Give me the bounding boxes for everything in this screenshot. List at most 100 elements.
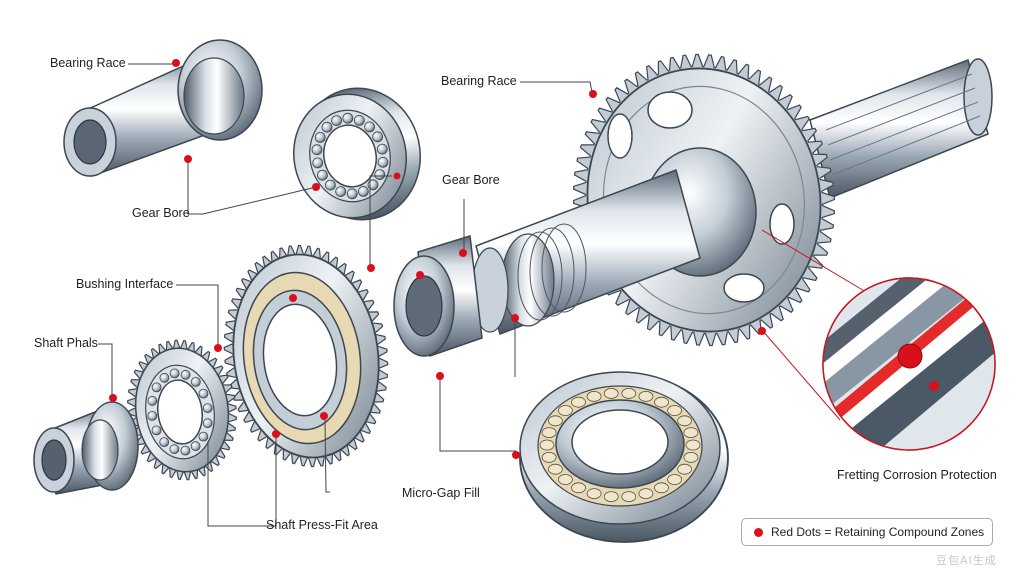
bearing-ball — [147, 410, 158, 421]
legend-text: Red Dots = Retaining Compound Zones — [771, 525, 985, 539]
marker-shaft-phals — [109, 394, 117, 402]
bearing-ball — [364, 121, 376, 133]
label-fretting-corrosion-protection: Fretting Corrosion Protection — [837, 468, 997, 482]
marker-micro-gap — [511, 314, 519, 322]
bearing-ball — [312, 157, 324, 169]
bearing-ball — [202, 403, 213, 414]
label-bearing-race-right: Bearing Race — [441, 74, 517, 88]
gear-shaft-assembly — [393, 53, 993, 358]
marker-ring-gear-top — [289, 294, 297, 302]
bearing-roller — [621, 491, 637, 503]
bearing-ball — [321, 121, 333, 133]
ring-gear-bearing — [223, 244, 389, 468]
bearing-roller — [667, 474, 682, 485]
bearing-roller — [685, 439, 701, 451]
watermark: 豆包AI生成 — [936, 554, 997, 567]
bearing-ball — [331, 115, 343, 126]
marker-ring-gear-inner — [320, 412, 328, 420]
marker-bearing-race-right — [589, 90, 597, 98]
bearing-roller — [677, 415, 692, 427]
bearing-roller — [667, 405, 682, 416]
label-bearing-race-left: Bearing Race — [50, 56, 126, 70]
label-shaft-press-fit-area: Shaft Press-Fit Area — [266, 518, 378, 532]
label-micro-gap-fill: Micro-Gap Fill — [402, 486, 480, 500]
bearing-ball — [376, 143, 388, 155]
bearing-ball — [342, 112, 354, 124]
marker-gear-bore-right — [459, 249, 467, 257]
bearing-ball — [159, 437, 170, 448]
legend: Red Dots = Retaining Compound Zones — [741, 518, 993, 546]
bearing-ball — [335, 186, 347, 198]
bearing-ball — [198, 388, 209, 399]
bearing-ball — [374, 169, 386, 181]
bearing-ball — [198, 431, 209, 442]
roller-bearing-large — [519, 371, 729, 543]
marker-roller-bearing — [512, 451, 520, 459]
marker-small-bearing — [312, 183, 320, 191]
retaining-compound-markers — [109, 59, 766, 459]
label-gear-bore-left: Gear Bore — [132, 206, 190, 220]
bearing-roller — [541, 427, 557, 439]
marker-collar-bottom — [436, 372, 444, 380]
marker-shaft-bearing — [367, 264, 375, 272]
bearing-roller — [548, 415, 563, 427]
marker-ring-gear-bottom — [272, 430, 280, 438]
bearing-ball — [151, 382, 162, 393]
inset-marker-small — [929, 381, 939, 391]
bearing-ball — [316, 169, 328, 181]
label-shaft-phals: Shaft Phals — [34, 336, 98, 350]
bearing-roller — [603, 491, 619, 503]
bearing-ball — [202, 418, 213, 429]
marker-small-bearing-edge — [393, 172, 401, 180]
bearing-ball — [169, 368, 180, 379]
bearing-roller — [571, 482, 586, 494]
bearing-roller — [654, 396, 669, 408]
bearing-ball — [147, 395, 158, 406]
magnified-inset — [761, 229, 996, 451]
leader-lines — [98, 63, 593, 527]
bearing-ball — [377, 156, 389, 168]
inset-marker-large — [897, 343, 923, 369]
bearing-ball — [159, 372, 170, 383]
bearing-ball — [190, 441, 201, 452]
small-gear-bearing — [127, 339, 237, 481]
bearing-ball — [151, 425, 162, 436]
bearing-roller — [586, 390, 602, 402]
bearing-roller — [558, 405, 573, 416]
bearing-ball — [372, 131, 384, 143]
bearing-roller — [541, 451, 557, 463]
bearing-roller — [683, 451, 699, 463]
bearing-ball — [311, 144, 323, 156]
bearing-ball — [353, 115, 365, 126]
bearing-roller — [539, 439, 555, 451]
legend-red-dot-icon — [754, 527, 763, 537]
bearing-ball — [180, 445, 191, 456]
marker-bushing-interface — [214, 344, 222, 352]
bearing-ball — [324, 179, 336, 191]
marker-gear-rim — [758, 327, 766, 335]
label-bushing-interface: Bushing Interface — [76, 277, 174, 291]
bearing-roller — [638, 390, 654, 402]
bearing-roller — [586, 488, 602, 500]
bearing-roller — [638, 488, 654, 500]
bearing-roller — [603, 387, 619, 399]
bearing-roller — [654, 482, 669, 494]
bearing-roller — [683, 427, 699, 439]
bearing-roller — [621, 387, 637, 399]
bearing-ball — [346, 188, 358, 200]
flanged-bushing-bottom — [33, 401, 139, 495]
bearing-ball — [180, 369, 191, 380]
marker-gear-bore-left — [184, 155, 192, 163]
bearing-ball — [314, 131, 326, 143]
bearing-roller — [548, 463, 563, 475]
marker-bearing-race-left — [172, 59, 180, 67]
bearing-roller — [677, 463, 692, 475]
bearing-ball — [169, 444, 180, 455]
ball-bearing-small — [292, 87, 422, 221]
label-gear-bore-right: Gear Bore — [442, 173, 500, 187]
marker-collar — [416, 271, 424, 279]
bearing-roller — [558, 474, 573, 485]
bearing-ball — [357, 185, 369, 197]
flanged-bushing-top — [63, 39, 263, 178]
